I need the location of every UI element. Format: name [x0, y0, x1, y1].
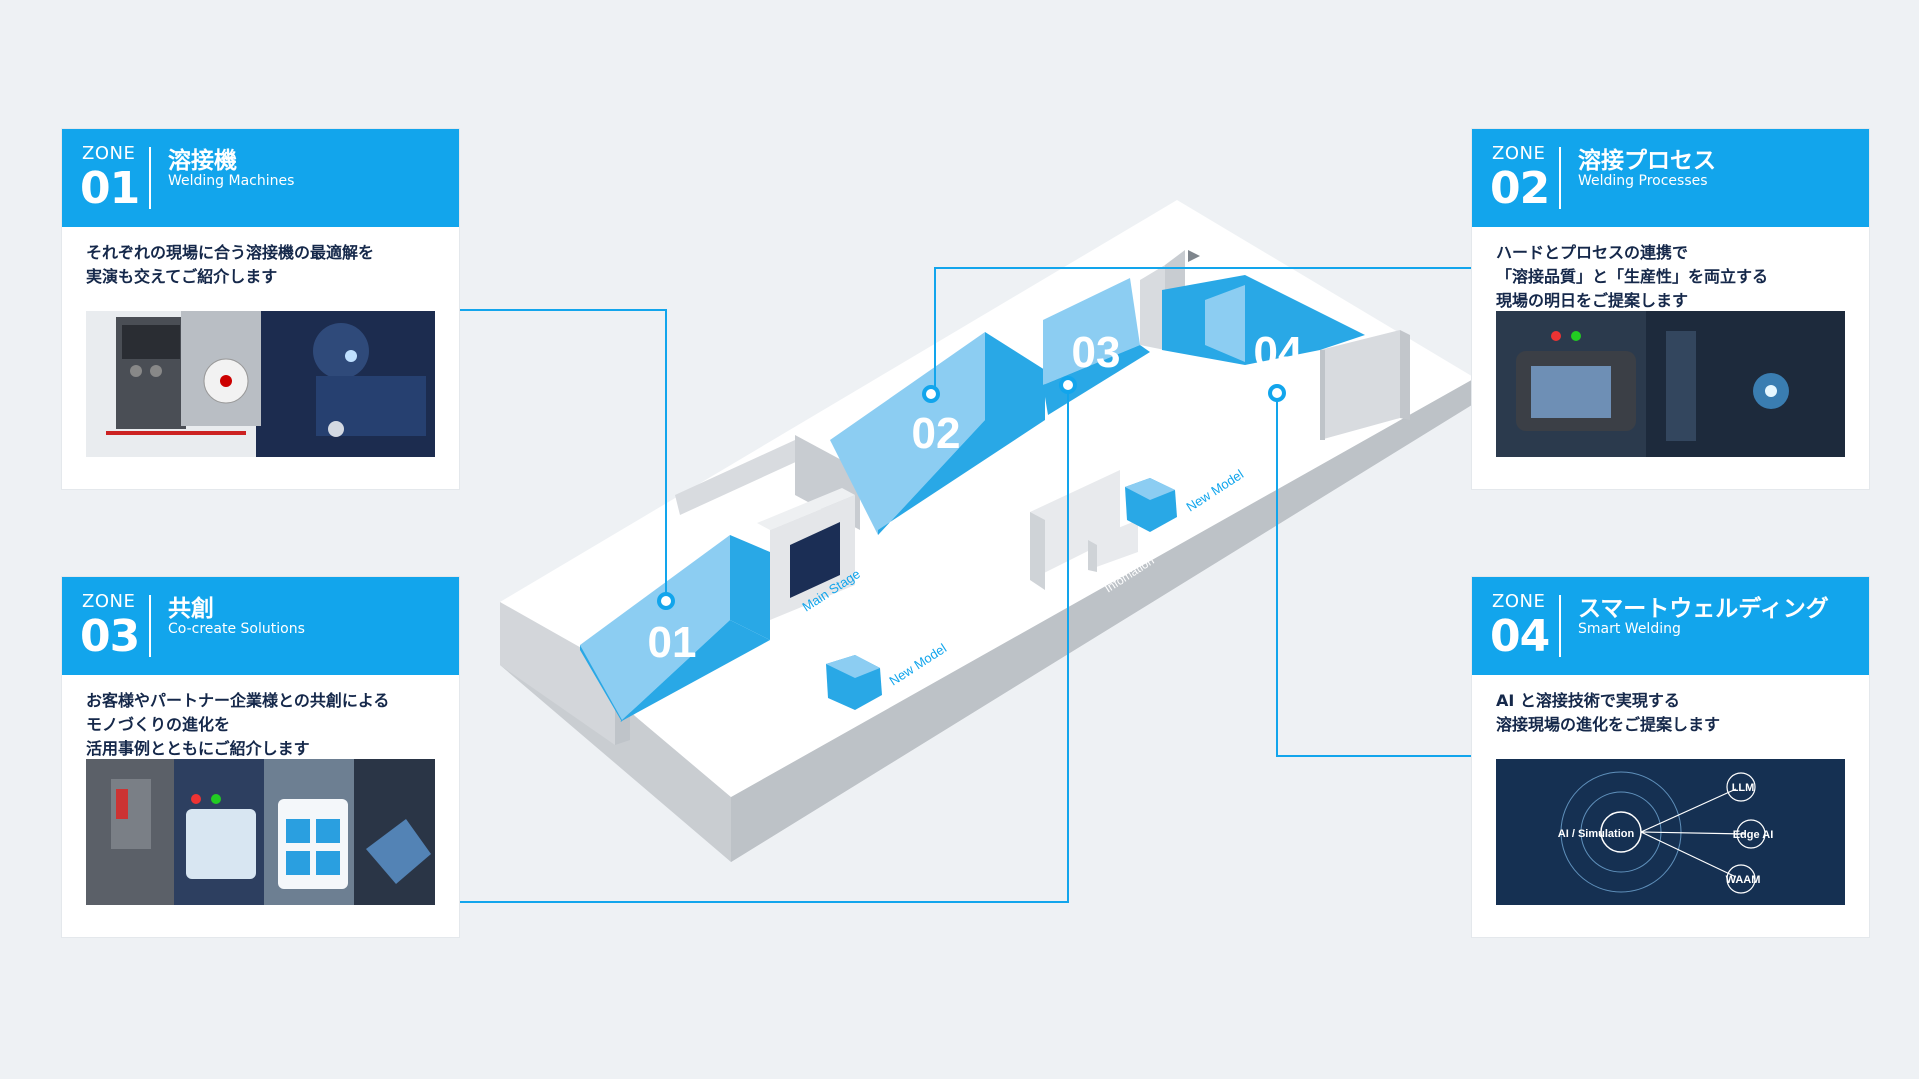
booth-03-floor	[1043, 345, 1150, 415]
connector-lines	[460, 267, 1472, 903]
zone-label: ZONE	[1492, 143, 1546, 164]
new-model-hex-1	[826, 655, 882, 710]
zone-card-03: ZONE 03 共創 Co-create Solutions お客様やパートナー…	[62, 577, 459, 937]
zone-card-header: ZONE 03 共創 Co-create Solutions	[62, 577, 459, 675]
booth-04-label: 04	[1254, 328, 1303, 377]
main-stage-screen	[790, 522, 840, 598]
diagram-center-label: AI / Simulation	[1558, 828, 1635, 840]
booth-01-side	[730, 535, 770, 640]
diagram-node-waam: WAAM	[1726, 874, 1761, 886]
zone-card-04: ZONE 04 スマートウェルディング Smart Welding AI と溶接…	[1472, 577, 1869, 937]
booth-02-side	[985, 332, 1045, 420]
zone-card-02: ZONE 02 溶接プロセス Welding Processes ハードとプロセ…	[1472, 129, 1869, 489]
zone-photo-smart-welding: AI / Simulation LLM Edge AI WAAM	[1496, 759, 1845, 905]
zone-number: 02	[1490, 163, 1550, 214]
zone-subtitle: Co-create Solutions	[168, 621, 305, 637]
zone-description: お客様やパートナー企業様との共創による モノづくりの進化を 活用事例とともにご紹…	[86, 691, 390, 758]
zone-title: 溶接機	[168, 148, 237, 174]
info-stand	[1030, 470, 1120, 580]
zone-photo-co-create	[86, 759, 435, 905]
zone-subtitle: Welding Processes	[1578, 173, 1708, 189]
zone-photo-welding-machine	[86, 311, 435, 457]
diagram-node-llm: LLM	[1732, 782, 1755, 794]
booth-03-label: 03	[1072, 328, 1121, 377]
booth-02-label: 02	[912, 409, 961, 458]
diagram-node-edge-ai: Edge AI	[1733, 829, 1774, 841]
zone-subtitle: Smart Welding	[1578, 621, 1681, 637]
zone-card-header: ZONE 01 溶接機 Welding Machines	[62, 129, 459, 227]
booth-03-front	[1043, 278, 1140, 385]
zone-number: 04	[1490, 611, 1550, 662]
zone-description: それぞれの現場に合う溶接機の最適解を 実演も交えてご紹介します	[86, 243, 375, 286]
zone-title: 溶接プロセス	[1578, 148, 1716, 174]
zone-label: ZONE	[82, 591, 136, 612]
wall-mid	[675, 440, 800, 515]
zone-card-01: ZONE 01 溶接機 Welding Machines それぞれの現場に合う溶…	[62, 129, 459, 489]
booth-01-label: 01	[648, 618, 697, 667]
zone-label: ZONE	[1492, 591, 1546, 612]
booth-04-floor	[1245, 275, 1365, 365]
zone-description: AI と溶接技術で実現する 溶接現場の進化をご提案します	[1496, 691, 1721, 734]
booth-01-front	[580, 535, 730, 720]
wall-right	[1320, 330, 1400, 440]
zone-title: 共創	[168, 596, 214, 622]
zone-card-header: ZONE 04 スマートウェルディング Smart Welding	[1472, 577, 1869, 675]
new-model-hex-2	[1125, 478, 1177, 532]
connector-dots	[657, 376, 1286, 610]
zone-card-header: ZONE 02 溶接プロセス Welding Processes	[1472, 129, 1869, 227]
zone-number: 01	[80, 163, 140, 214]
zone-number: 03	[80, 611, 140, 662]
zone-label: ZONE	[82, 143, 136, 164]
zone-title: スマートウェルディング	[1578, 596, 1829, 622]
zone-description: ハードとプロセスの連携で 「溶接品質」と「生産性」を両立する 現場の明日をご提案…	[1496, 243, 1769, 310]
floor-side-right	[731, 378, 1475, 862]
zone-photo-welding-process	[1496, 311, 1845, 457]
wall-left	[500, 602, 615, 745]
zone-subtitle: Welding Machines	[168, 173, 295, 189]
booth-02-front	[830, 332, 985, 535]
wall-right-edge	[1400, 330, 1410, 420]
